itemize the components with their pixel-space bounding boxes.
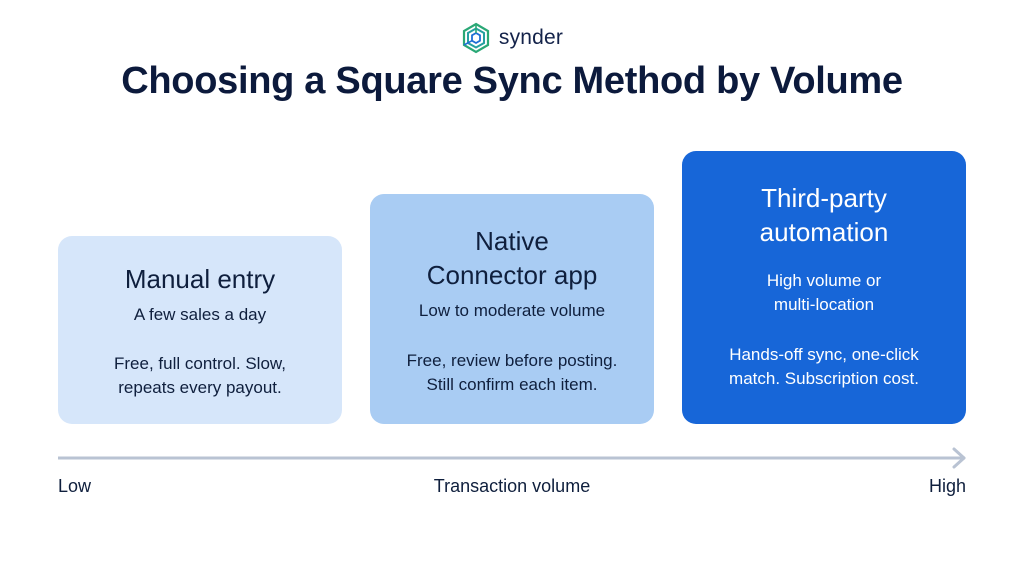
card-subtitle-line: High volume or	[766, 271, 882, 290]
card-third-party-automation: Third-party automation High volume or mu…	[682, 151, 966, 424]
card-description-line: Hands-off sync, one-click	[729, 345, 919, 364]
brand-header: synder	[0, 22, 1024, 54]
card-title-line: Manual entry	[124, 264, 276, 294]
card-title-line: automation	[759, 217, 889, 247]
axis-low-label: Low	[58, 476, 92, 496]
card-subtitle-line: multi-location	[773, 295, 875, 314]
card-title: Third-party automation	[760, 181, 889, 249]
card-title-line: Connector app	[426, 260, 598, 290]
card-subtitle: A few sales a day	[134, 303, 266, 327]
page-title: Choosing a Square Sync Method by Volume	[121, 60, 903, 102]
card-description: Free, review before posting. Still confi…	[407, 349, 618, 397]
card-description: Hands-off sync, one-click match. Subscri…	[729, 343, 919, 391]
card-title-line: Native	[475, 226, 549, 256]
card-subtitle-line: Low to moderate volume	[418, 301, 606, 320]
synder-logo-icon	[462, 22, 489, 54]
card-title: Manual entry	[125, 262, 275, 296]
card-description-line: repeats every payout.	[118, 378, 282, 397]
card-description-line: Still confirm each item.	[426, 375, 598, 394]
card-manual-entry: Manual entry A few sales a day Free, ful…	[58, 236, 342, 424]
card-title: Native Connector app	[427, 224, 598, 292]
card-title-line: Third-party	[761, 183, 887, 213]
card-subtitle: Low to moderate volume	[419, 299, 605, 323]
card-description-line: match. Subscription cost.	[729, 369, 919, 388]
card-subtitle: High volume or multi-location	[767, 269, 881, 317]
volume-axis	[58, 447, 966, 469]
card-subtitle-line: A few sales a day	[133, 305, 267, 324]
brand-name: synder	[498, 26, 564, 49]
card-description: Free, full control. Slow, repeats every …	[114, 352, 286, 400]
arrow-right-icon	[952, 447, 966, 469]
axis-title: Transaction volume	[433, 476, 591, 496]
card-description-line: Free, review before posting.	[406, 351, 618, 370]
card-native-connector: Native Connector app Low to moderate vol…	[370, 194, 654, 424]
card-description-line: Free, full control. Slow,	[114, 354, 286, 373]
axis-high-label: High	[928, 476, 966, 496]
